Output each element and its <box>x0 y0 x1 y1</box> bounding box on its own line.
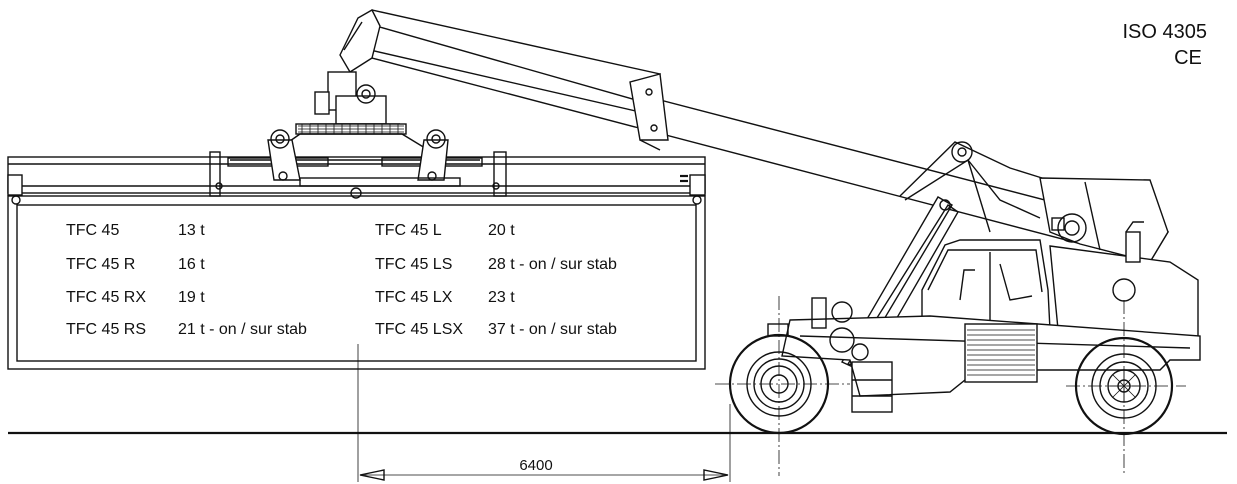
container <box>7 195 706 370</box>
model-label: TFC 45 LS <box>375 256 452 273</box>
telescopic-boom <box>339 9 1170 263</box>
model-label: TFC 45 LSX <box>375 321 463 338</box>
standard-iso-label: ISO 4305 <box>1122 21 1207 43</box>
model-label: TFC 45 R <box>66 256 135 273</box>
capacity-value: 16 t <box>178 256 205 273</box>
container-spreader <box>7 129 706 205</box>
rotator-head <box>279 71 426 149</box>
model-label: TFC 45 L <box>375 222 442 239</box>
capacity-value: 37 t - on / sur stab <box>488 321 617 338</box>
capacity-value: 21 t - on / sur stab <box>178 321 307 338</box>
model-label: TFC 45 LX <box>375 289 453 306</box>
standard-ce-label: CE <box>1174 47 1202 69</box>
capacity-value: 28 t - on / sur stab <box>488 256 617 273</box>
capacity-value: 13 t <box>178 222 205 239</box>
dimension-value: 6400 <box>519 457 552 474</box>
capacity-value: 20 t <box>488 222 515 239</box>
capacity-value: 19 t <box>178 289 205 306</box>
model-label: TFC 45 RX <box>66 289 146 306</box>
machine-chassis <box>767 141 1201 413</box>
dimension-6400: 6400 <box>357 344 731 482</box>
model-label: TFC 45 <box>66 222 119 239</box>
capacity-value: 23 t <box>488 289 515 306</box>
wheel-centerlines <box>715 296 1186 476</box>
model-label: TFC 45 RS <box>66 321 146 338</box>
capacity-table: TFC 45 13 t TFC 45 R 16 t TFC 45 RX 19 t… <box>66 222 617 338</box>
